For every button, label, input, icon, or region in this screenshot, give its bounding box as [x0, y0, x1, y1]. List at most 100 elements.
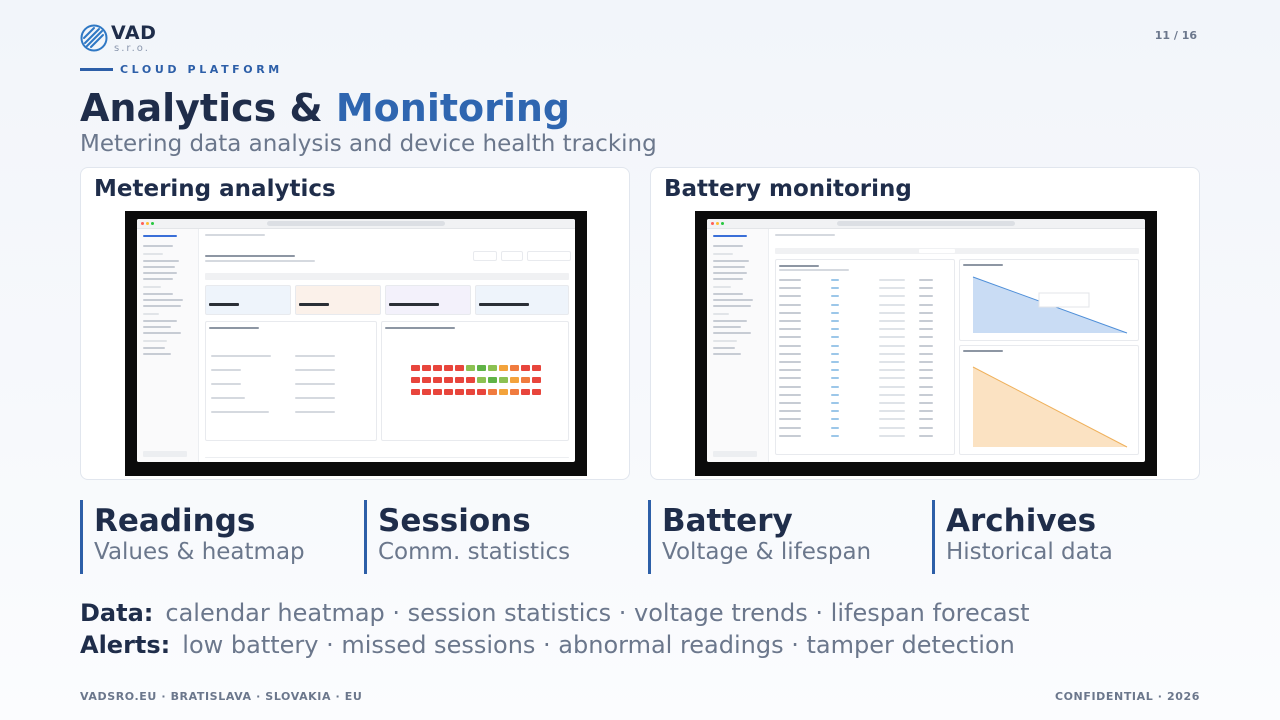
table-row-cell [779, 410, 801, 413]
heatmap-cell [510, 365, 519, 371]
heatmap-cell [532, 377, 541, 383]
feature-title: Readings [94, 503, 256, 539]
url-bar [837, 221, 1015, 226]
table-row-cell [879, 385, 905, 388]
app-sidebar [707, 229, 769, 462]
platform-tag: CLOUD PLATFORM [80, 63, 283, 76]
table-row-cell [879, 377, 905, 380]
feature-subtitle: Values & heatmap [94, 539, 305, 565]
heatmap-cell [444, 365, 453, 371]
table-row-cell [919, 377, 933, 380]
platform-label: CLOUD PLATFORM [120, 63, 283, 76]
table-row-cell [779, 287, 801, 290]
table-row-cell [919, 295, 933, 298]
table-row-cell [919, 336, 933, 339]
feature-subtitle: Historical data [946, 539, 1113, 565]
feature-subtitle: Comm. statistics [378, 539, 571, 565]
table-row-cell [779, 303, 801, 306]
table-row-cell [831, 393, 839, 396]
feature-archives: Archives Historical data [932, 500, 1113, 574]
data-summary: Data:calendar heatmap · session statisti… [80, 599, 1030, 627]
table-row-cell [879, 361, 905, 363]
table-row-cell [831, 361, 839, 363]
heatmap-cell [455, 377, 464, 383]
table-row-cell [779, 402, 801, 404]
table-row-cell [831, 295, 839, 298]
heatmap-cell [433, 377, 442, 383]
heatmap-cell [477, 365, 486, 371]
table-row-cell [831, 377, 839, 380]
table-row-cell [779, 320, 801, 322]
table-row-cell [779, 377, 801, 380]
table-row-cell [831, 311, 839, 314]
company-logo: VAD s.r.o. [80, 24, 156, 54]
table-row-cell [879, 320, 905, 322]
table-row-cell [879, 393, 905, 396]
heatmap-cell [499, 377, 508, 383]
browser-bar [707, 219, 1145, 229]
table-row-cell [879, 426, 905, 429]
page-title: Analytics & Monitoring [80, 86, 570, 130]
heatmap-cell [488, 389, 497, 395]
table-row-cell [831, 410, 839, 413]
table-row-cell [919, 352, 933, 355]
table-row-cell [919, 328, 933, 331]
metering-analytics-card: Metering analytics [80, 167, 630, 480]
heatmap-cell [444, 377, 453, 383]
table-row-cell [879, 295, 905, 298]
heatmap-cell [433, 365, 442, 371]
page-title-main: Analytics & [80, 86, 336, 130]
heatmap-cell [510, 389, 519, 395]
heatmap-cell [477, 377, 486, 383]
platform-accent-line [80, 68, 113, 71]
heatmap-cell [466, 389, 475, 395]
table-row-cell [919, 410, 933, 413]
heatmap-cell [422, 389, 431, 395]
heatmap-cell [411, 377, 420, 383]
table-row-cell [779, 344, 801, 347]
table-row-cell [779, 418, 801, 421]
table-row-cell [919, 426, 933, 429]
browser-bar [137, 219, 575, 229]
table-row-cell [779, 385, 801, 388]
table-row-cell [879, 311, 905, 314]
heatmap-cell [455, 365, 464, 371]
table-row-cell [919, 361, 933, 363]
feature-sessions: Sessions Comm. statistics [364, 500, 570, 574]
heatmap-cell [499, 365, 508, 371]
feature-title: Archives [946, 503, 1097, 539]
footer-confidential: CONFIDENTIAL · 2026 [1054, 690, 1200, 703]
table-row-cell [879, 287, 905, 290]
heatmap-cell [422, 365, 431, 371]
table-row-cell [779, 311, 801, 314]
table-row-cell [831, 328, 839, 331]
table-row-cell [779, 328, 801, 331]
logo-suffix: s.r.o. [114, 43, 150, 54]
metering-analytics-title: Metering analytics [94, 176, 336, 202]
heatmap-cell [521, 389, 530, 395]
table-row-cell [919, 320, 933, 322]
table-row-cell [919, 369, 933, 372]
table-row-cell [779, 279, 801, 281]
app-main [199, 229, 575, 462]
heatmap-cell [532, 365, 541, 371]
feature-readings: Readings Values & heatmap [80, 500, 305, 574]
table-row-cell [879, 402, 905, 404]
table-row-cell [919, 279, 933, 281]
heatmap-cell [477, 389, 486, 395]
feature-title: Sessions [378, 503, 531, 539]
data-value: calendar heatmap · session statistics · … [165, 599, 1030, 627]
table-row-cell [831, 279, 839, 281]
app-window [707, 219, 1145, 462]
telemetry-battery-chart [972, 276, 1128, 334]
heatmap-cell [411, 389, 420, 395]
table-row-cell [831, 434, 839, 437]
heatmap-cell [466, 377, 475, 383]
table-row-cell [919, 287, 933, 290]
page-indicator: 11 / 16 [1154, 29, 1197, 42]
table-row-cell [779, 352, 801, 355]
table-row-cell [919, 402, 933, 404]
heatmap-cell [411, 365, 420, 371]
table-row-cell [919, 393, 933, 396]
table-row-cell [779, 434, 801, 437]
